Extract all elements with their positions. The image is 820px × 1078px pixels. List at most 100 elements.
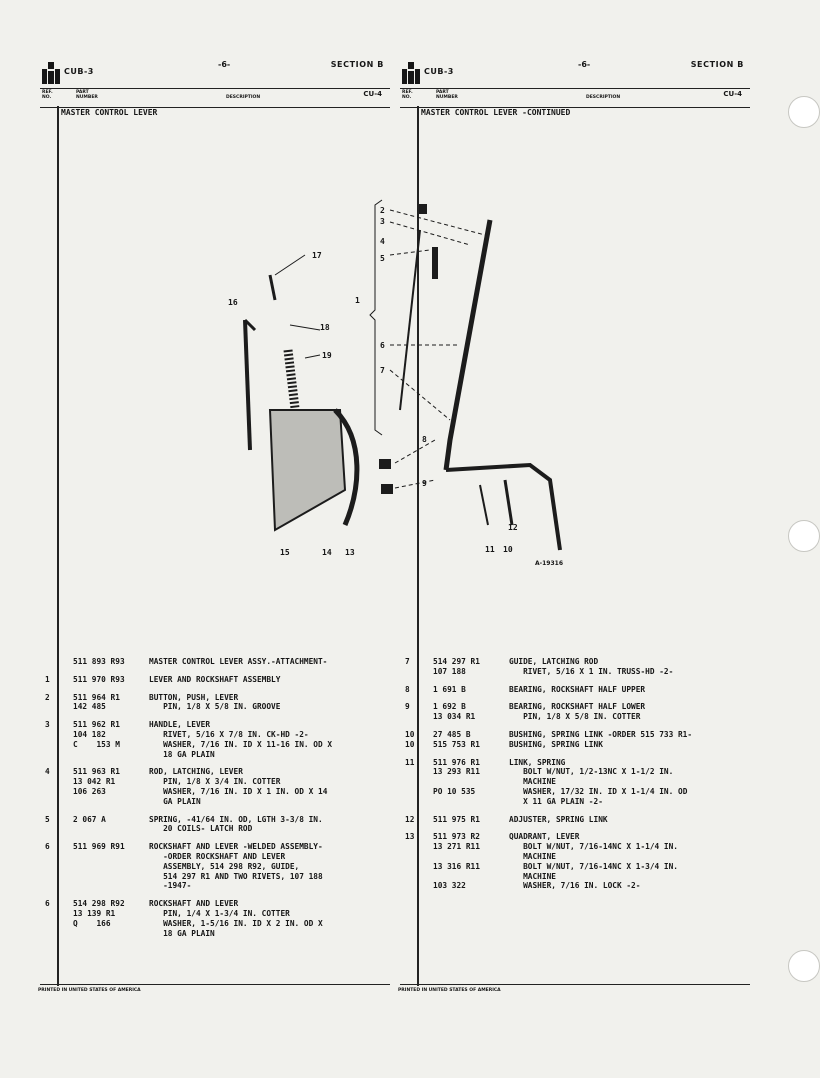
page-number: -6- bbox=[578, 60, 591, 69]
callout-label: 15 bbox=[280, 548, 290, 557]
ref-no: 9 bbox=[405, 702, 410, 712]
ih-logo-icon bbox=[42, 62, 60, 84]
column-divider bbox=[417, 106, 419, 986]
part-number: 1 691 B bbox=[433, 684, 466, 694]
callout-label: 18 bbox=[320, 323, 330, 332]
printed-note: PRINTED IN UNITED STATES OF AMERICA bbox=[398, 988, 501, 993]
part-number: 514 297 R1 107 188 bbox=[433, 657, 480, 676]
callout-label: 14 bbox=[322, 548, 332, 557]
callout-label: 10 bbox=[503, 545, 513, 554]
callout-label: 2 bbox=[380, 206, 385, 215]
page-header: CUB-3 -6- SECTION B bbox=[40, 58, 390, 88]
ref-no: 12 bbox=[405, 814, 415, 824]
part-description: MASTER CONTROL LEVER ASSY.-ATTACHMENT- bbox=[149, 657, 328, 666]
model-label: CUB-3 bbox=[64, 67, 94, 76]
diagram-ref-label: A-19316 bbox=[535, 560, 563, 567]
callout-label: 16 bbox=[228, 298, 238, 307]
ref-no: 8 bbox=[405, 684, 410, 694]
ref-no: 1 bbox=[45, 674, 50, 684]
part-number: 511 976 R1 13 293 R11 PO 10 535 bbox=[433, 757, 480, 796]
section-label: SECTION B bbox=[690, 60, 744, 69]
binder-hole-icon bbox=[788, 520, 820, 552]
description-header: DESCRIPTION bbox=[226, 95, 261, 100]
part-number: 511 964 R1 142 485 bbox=[73, 692, 120, 712]
callout-label: 13 bbox=[345, 548, 355, 557]
parts-list-right: 7 514 297 R1 107 188 GUIDE, LATCHING ROD R… bbox=[400, 657, 750, 899]
part-description: BEARING, ROCKSHAFT HALF LOWER PIN, 1/8 X… bbox=[509, 702, 646, 722]
part-description: QUADRANT, LEVER BOLT W/NUT, 7/16-14NC X … bbox=[509, 832, 678, 891]
section-label: SECTION B bbox=[330, 60, 384, 69]
ref-no: 6 bbox=[45, 842, 50, 852]
part-number: 511 973 R2 13 271 R11 13 316 R11 103 322 bbox=[433, 832, 480, 891]
parts-list-row: 11 511 976 R1 13 293 R11 PO 10 535 LINK, S… bbox=[400, 758, 750, 815]
binder-hole-icon bbox=[788, 96, 820, 128]
ref-no-header: REF.NO. bbox=[402, 90, 413, 100]
callout-label: 12 bbox=[508, 523, 518, 532]
part-number: 514 298 R92 13 139 R1 Q 166 bbox=[73, 899, 125, 928]
part-number: 511 962 R1 104 182 C 153 M bbox=[73, 720, 120, 749]
callout-label: 17 bbox=[312, 251, 322, 260]
ref-no: 11 bbox=[405, 757, 415, 767]
callout-label: 6 bbox=[380, 341, 385, 350]
part-number: 511 893 R93 bbox=[73, 657, 125, 666]
model-label: CUB-3 bbox=[424, 67, 454, 76]
binder-hole-icon bbox=[788, 950, 820, 982]
ref-no: 6 bbox=[45, 899, 50, 909]
callout-label: 11 bbox=[485, 545, 495, 554]
part-description: ADJUSTER, SPRING LINK bbox=[509, 814, 608, 824]
callout-label: 3 bbox=[380, 217, 385, 226]
part-description: ROCKSHAFT AND LEVER -WELDED ASSEMBLY- -O… bbox=[149, 842, 323, 891]
part-description: SPRING, -41/64 IN. OD, LGTH 3-3/8 IN. 20… bbox=[149, 814, 323, 834]
parts-list-row: 3 511 962 R1 104 182 C 153 M HANDLE, LEVER… bbox=[40, 720, 390, 767]
ref-no: 5 bbox=[45, 814, 50, 824]
ref-no: 3 bbox=[45, 720, 50, 730]
ih-logo-icon bbox=[402, 62, 420, 84]
part-description: BUTTON, PUSH, LEVER PIN, 1/8 X 5/8 IN. G… bbox=[149, 692, 281, 712]
part-description: HANDLE, LEVER RIVET, 5/16 X 7/8 IN. CK-H… bbox=[149, 720, 333, 759]
parts-list-row: 12 511 975 R1 ADJUSTER, SPRING LINK bbox=[400, 815, 750, 833]
callout-label: 8 bbox=[422, 435, 427, 444]
section-title: MASTER CONTROL LEVER -CONTINUED bbox=[421, 108, 571, 117]
callout-label: 1 bbox=[355, 296, 360, 305]
callout-label: 5 bbox=[380, 254, 385, 263]
column-divider bbox=[57, 106, 59, 986]
part-number: 511 970 R93 bbox=[73, 674, 125, 684]
parts-list-row: 6 511 969 R91 ROCKSHAFT AND LEVER -WELDED … bbox=[40, 842, 390, 899]
ref-no: 10 10 bbox=[405, 729, 415, 749]
section-title: MASTER CONTROL LEVER bbox=[61, 108, 158, 117]
part-number: 511 963 R1 13 042 R1 106 263 bbox=[73, 767, 120, 796]
part-description: ROD, LATCHING, LEVER PIN, 1/8 X 3/4 IN. … bbox=[149, 767, 328, 806]
parts-list-row: 13 511 973 R2 13 271 R11 13 316 R11 103 3… bbox=[400, 832, 750, 899]
footer-rule: PRINTED IN UNITED STATES OF AMERICA bbox=[38, 984, 390, 993]
ref-no: 13 bbox=[405, 832, 415, 842]
part-number: 511 969 R91 bbox=[73, 842, 125, 852]
part-description: GUIDE, LATCHING ROD RIVET, 5/16 X 1 IN. … bbox=[509, 657, 674, 676]
part-description: BEARING, ROCKSHAFT HALF UPPER bbox=[509, 684, 646, 694]
parts-list-row: 511 893 R93 MASTER CONTROL LEVER ASSY.-AT… bbox=[40, 657, 390, 675]
parts-list-row: 7 514 297 R1 107 188 GUIDE, LATCHING ROD R… bbox=[400, 657, 750, 685]
ref-no: 7 bbox=[405, 657, 410, 666]
part-description: LINK, SPRING BOLT W/NUT, 1/2-13NC X 1-1/… bbox=[509, 757, 688, 806]
catalog-code: CU-4 bbox=[363, 90, 382, 98]
part-number: 511 975 R1 bbox=[433, 814, 480, 824]
parts-list-left: 511 893 R93 MASTER CONTROL LEVER ASSY.-AT… bbox=[40, 657, 390, 946]
footer-rule: PRINTED IN UNITED STATES OF AMERICA bbox=[398, 984, 750, 993]
part-number: 27 485 B 515 753 R1 bbox=[433, 729, 480, 749]
callout-label: 4 bbox=[380, 237, 385, 246]
catalog-code: CU-4 bbox=[723, 90, 742, 98]
parts-list-row: 8 1 691 B BEARING, ROCKSHAFT HALF UPPER bbox=[400, 685, 750, 703]
